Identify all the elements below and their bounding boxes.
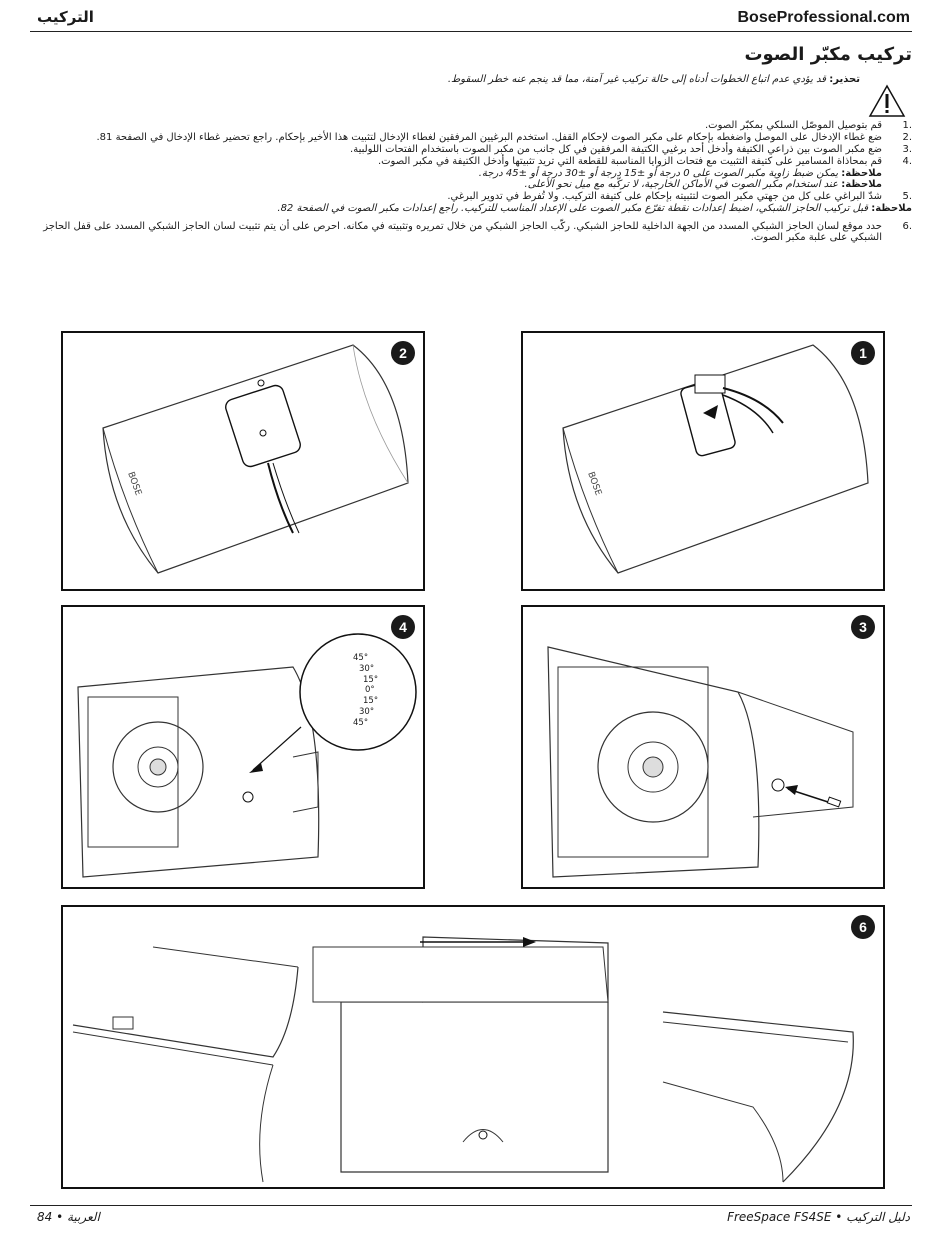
step-text: ضع مكبر الصوت بين ذراعي الكتيفة وأدخل أح… [350,144,882,155]
step-text: ضع غطاء الإدخال على الموصل واضغطه بإحكام… [96,132,882,143]
note-outdoor: عند استخدام مكبر الصوت في الأماكن الخارج… [524,179,842,190]
figure-badge: 2 [391,341,415,365]
step-2: .2 ضع غطاء الإدخال على الموصل واضغطه بإح… [32,132,912,144]
step-5: .5 شدّ البراغي على كل من جهتي مكبر الصوت… [32,191,912,203]
warning-triangle-icon [868,84,906,122]
section-title: التركيب [37,8,94,26]
angle-label: 30° [359,706,375,717]
warning-label: تحذير: [829,74,860,85]
step-1: .1 قم بتوصيل الموصّل السلكي بمكبّر الصوت… [32,120,912,132]
note-angle: يمكن ضبط زاوية مكبر الصوت على 0 درجة أو … [478,167,842,179]
figure-2-panel: BOSE 2 [61,331,425,591]
figure-6-panel: 6 [61,905,885,1189]
note-label: ملاحظة: [841,179,882,190]
step-text: قم بتوصيل الموصّل السلكي بمكبّر الصوت. [704,120,882,131]
figure-3-panel: 3 [521,605,885,889]
step-number: .5 [902,191,912,202]
footer-divider [30,1205,912,1206]
figure-1-drawing: BOSE [562,344,869,574]
header-divider [30,31,912,32]
step-number: .1 [902,120,912,131]
figure-1-panel: BOSE 1 [521,331,885,591]
footer-page-number: العربية • 84 [37,1210,100,1224]
note-label: ملاحظة: [841,167,882,179]
figure-badge: 4 [391,615,415,639]
step-3: .3 ضع مكبر الصوت بين ذراعي الكتيفة وأدخل… [32,144,912,156]
step-number: .6 [902,220,912,232]
figure-3-drawing [547,646,854,878]
angle-label: 0° [365,685,375,696]
step-text: حدد موقع لسان الحاجز الشبكي المسدد من ال… [43,220,882,244]
instruction-steps: .1 قم بتوصيل الموصّل السلكي بمكبّر الصوت… [32,120,912,244]
footer-doc-title: دليل التركيب • FreeSpace FS4SE [727,1210,910,1224]
warning-body: قد يؤدي عدم اتباع الخطوات أدناه إلى حالة… [447,74,830,85]
step-text: شدّ البراغي على كل من جهتي مكبر الصوت لت… [447,191,882,202]
figure-4-panel: 45° 30° 15° 0° 15° 30° 45° 4 [61,605,425,889]
angle-label: 15° [363,674,379,685]
step-5-note: ملاحظة: قبل تركيب الحاجز الشبكي، اضبط إع… [32,203,912,215]
note-label: ملاحظة: [871,203,912,214]
figure-badge: 6 [851,915,875,939]
warning-text: تحذير: قد يؤدي عدم اتباع الخطوات أدناه إ… [448,74,860,85]
svg-text:BOSE: BOSE [585,471,603,498]
angle-label: 30° [359,663,375,674]
angle-scale: 45° 30° 15° 0° 15° 30° 45° [353,653,413,729]
step-number: .2 [902,132,912,143]
figure-2-drawing: BOSE [102,344,409,574]
angle-label: 45° [353,717,369,728]
step-text: قم بمحاذاة المسامير على كتيفة التثبيت مع… [32,156,882,191]
page-title: تركيب مكبّر الصوت [744,44,912,65]
step-number: .3 [902,144,912,155]
svg-text:BOSE: BOSE [125,471,143,498]
angle-label: 45° [353,653,369,663]
angle-label: 15° [363,696,379,707]
site-url[interactable]: BoseProfessional.com [737,9,911,26]
step-6: .6 حدد موقع لسان الحاجز الشبكي المسدد من… [32,221,912,244]
step-4-text: قم بمحاذاة المسامير على كتيفة التثبيت مع… [377,156,882,167]
figure-badge: 1 [851,341,875,365]
figure-badge: 3 [851,615,875,639]
figure-6-drawing [72,936,854,1183]
note-crossover: قبل تركيب الحاجز الشبكي، اضبط إعدادات نق… [277,203,872,214]
figure-4-drawing [77,633,417,878]
step-number: .4 [902,156,912,167]
step-4: .4 قم بمحاذاة المسامير على كتيفة التثبيت… [32,156,912,191]
